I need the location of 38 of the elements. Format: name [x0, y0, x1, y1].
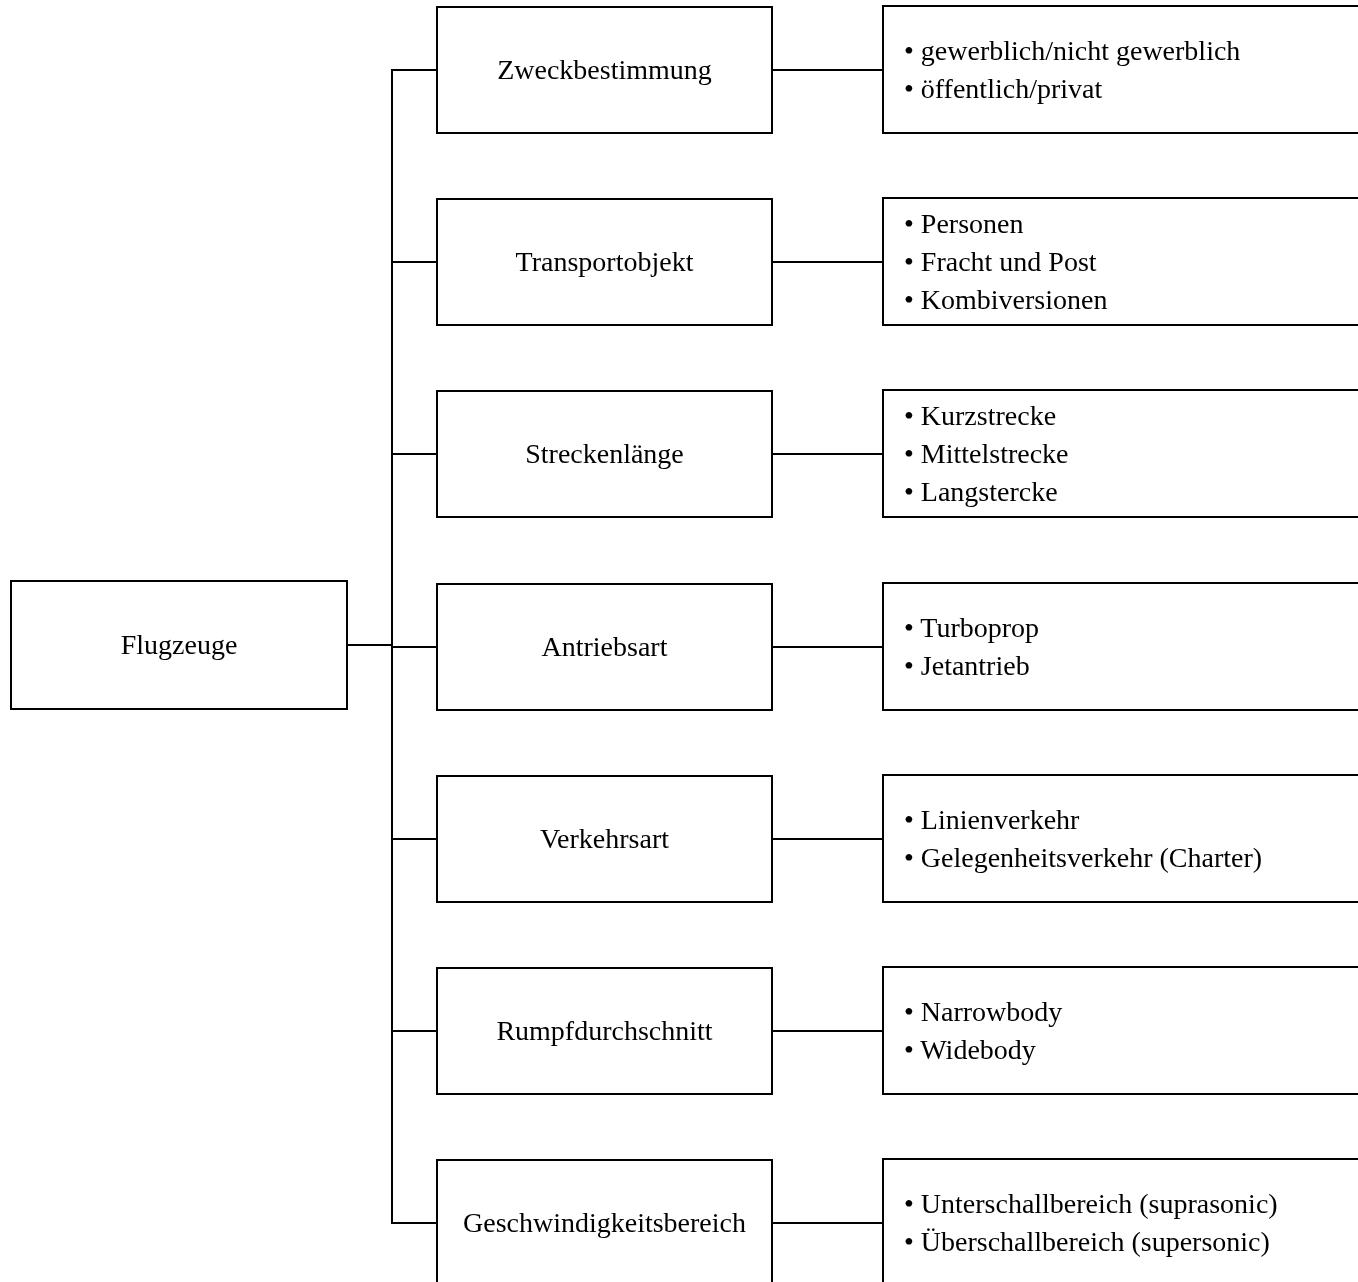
list-item: • Jetantrieb: [904, 648, 1030, 683]
list-box: [882, 774, 1358, 903]
list-item: • Überschallbereich (supersonic): [904, 1224, 1270, 1259]
category-box: Verkehrsart: [436, 775, 773, 903]
list-box: [882, 1158, 1358, 1282]
connector-line: [772, 261, 883, 263]
list-item: • Mittelstrecke: [904, 436, 1069, 471]
list-box: [882, 582, 1358, 711]
category-box: Transportobjekt: [436, 198, 773, 326]
category-box: Geschwindigkeitsbereich: [436, 1159, 773, 1282]
list-item: • Turboprop: [904, 610, 1040, 645]
list-item: • Narrowbody: [904, 994, 1063, 1029]
list-item: • gewerblich/nicht gewerblich: [904, 33, 1241, 68]
list-box: [882, 5, 1358, 134]
list-item: • Personen: [904, 206, 1024, 241]
list-item: • öffentlich/privat: [904, 71, 1103, 106]
connector-line: [772, 646, 883, 648]
list-item: • Fracht und Post: [904, 244, 1097, 279]
connector-line: [772, 453, 883, 455]
connector-line: [772, 838, 883, 840]
list-item: • Widebody: [904, 1032, 1036, 1067]
list-item: • Linienverkehr: [904, 802, 1080, 837]
connector-line: [772, 69, 883, 71]
category-box: Rumpfdurchschnitt: [436, 967, 773, 1095]
list-item: • Langstercke: [904, 474, 1058, 509]
list-item: • Unterschallbereich (suprasonic): [904, 1186, 1278, 1221]
list-item: • Kurzstrecke: [904, 398, 1057, 433]
category-box: Streckenlänge: [436, 390, 773, 518]
list-box: [882, 966, 1358, 1095]
connector-line: [772, 1030, 883, 1032]
list-item: • Gelegenheitsverkehr (Charter): [904, 840, 1263, 875]
list-item: • Kombiversionen: [904, 282, 1108, 317]
list-box: [882, 389, 1358, 518]
connector-line: [772, 1222, 883, 1224]
root-box: Flugzeuge: [10, 580, 348, 710]
category-box: Antriebsart: [436, 583, 773, 711]
category-box: Zweckbestimmung: [436, 6, 773, 134]
list-box: [882, 197, 1358, 326]
